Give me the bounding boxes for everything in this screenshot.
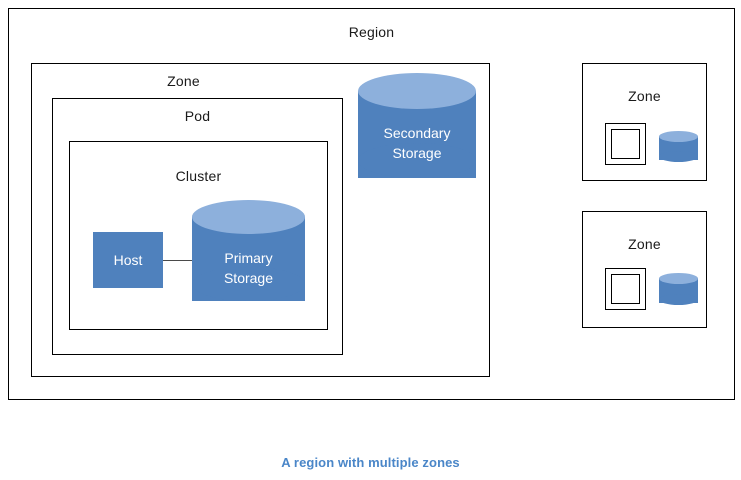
side-zone-box-1: Zone [582, 63, 707, 181]
secondary-storage-cylinder: Secondary Storage [358, 73, 476, 196]
side-zone-1-pod-square [605, 123, 646, 165]
cluster-box: Cluster [69, 141, 328, 330]
zone-main-box: Zone [31, 63, 490, 377]
side-zone-label-1: Zone [628, 88, 661, 104]
side-zone-2-cluster-square [611, 274, 640, 304]
cylinder-bottom-ellipse [192, 267, 305, 301]
region-box: Region [8, 8, 735, 400]
cylinder-bottom-ellipse [358, 143, 476, 178]
cylinder-bottom-ellipse [659, 151, 698, 162]
cylinder-top-ellipse [659, 273, 698, 284]
cylinder-top-ellipse [358, 73, 476, 109]
cylinder-top-ellipse [192, 200, 305, 234]
host-label: Host [113, 252, 143, 268]
region-label: Region [348, 24, 395, 40]
side-zone-2-pod-square [605, 268, 646, 310]
primary-storage-line2: Storage [223, 270, 274, 286]
cylinder-bottom-ellipse [659, 294, 698, 305]
zone-main-label: Zone [167, 73, 200, 89]
side-zone-2-storage-cylinder [659, 273, 698, 308]
pod-box: Pod [52, 98, 343, 355]
diagram-caption: A region with multiple zones [281, 455, 460, 470]
primary-storage-cylinder: Primary Storage [192, 200, 305, 318]
side-zone-1-storage-cylinder [659, 131, 698, 164]
cluster-label: Cluster [175, 168, 222, 184]
pod-label: Pod [184, 108, 211, 124]
cylinder-top-ellipse [659, 131, 698, 142]
secondary-storage-line1: Secondary [383, 125, 451, 141]
side-zone-1-cluster-square [611, 129, 640, 159]
host-storage-connector [162, 260, 198, 261]
secondary-storage-line2: Storage [392, 145, 442, 161]
host-box: Host [93, 232, 163, 288]
primary-storage-line1: Primary [224, 250, 273, 266]
side-zone-label-2: Zone [628, 236, 661, 252]
side-zone-box-2: Zone [582, 211, 707, 328]
